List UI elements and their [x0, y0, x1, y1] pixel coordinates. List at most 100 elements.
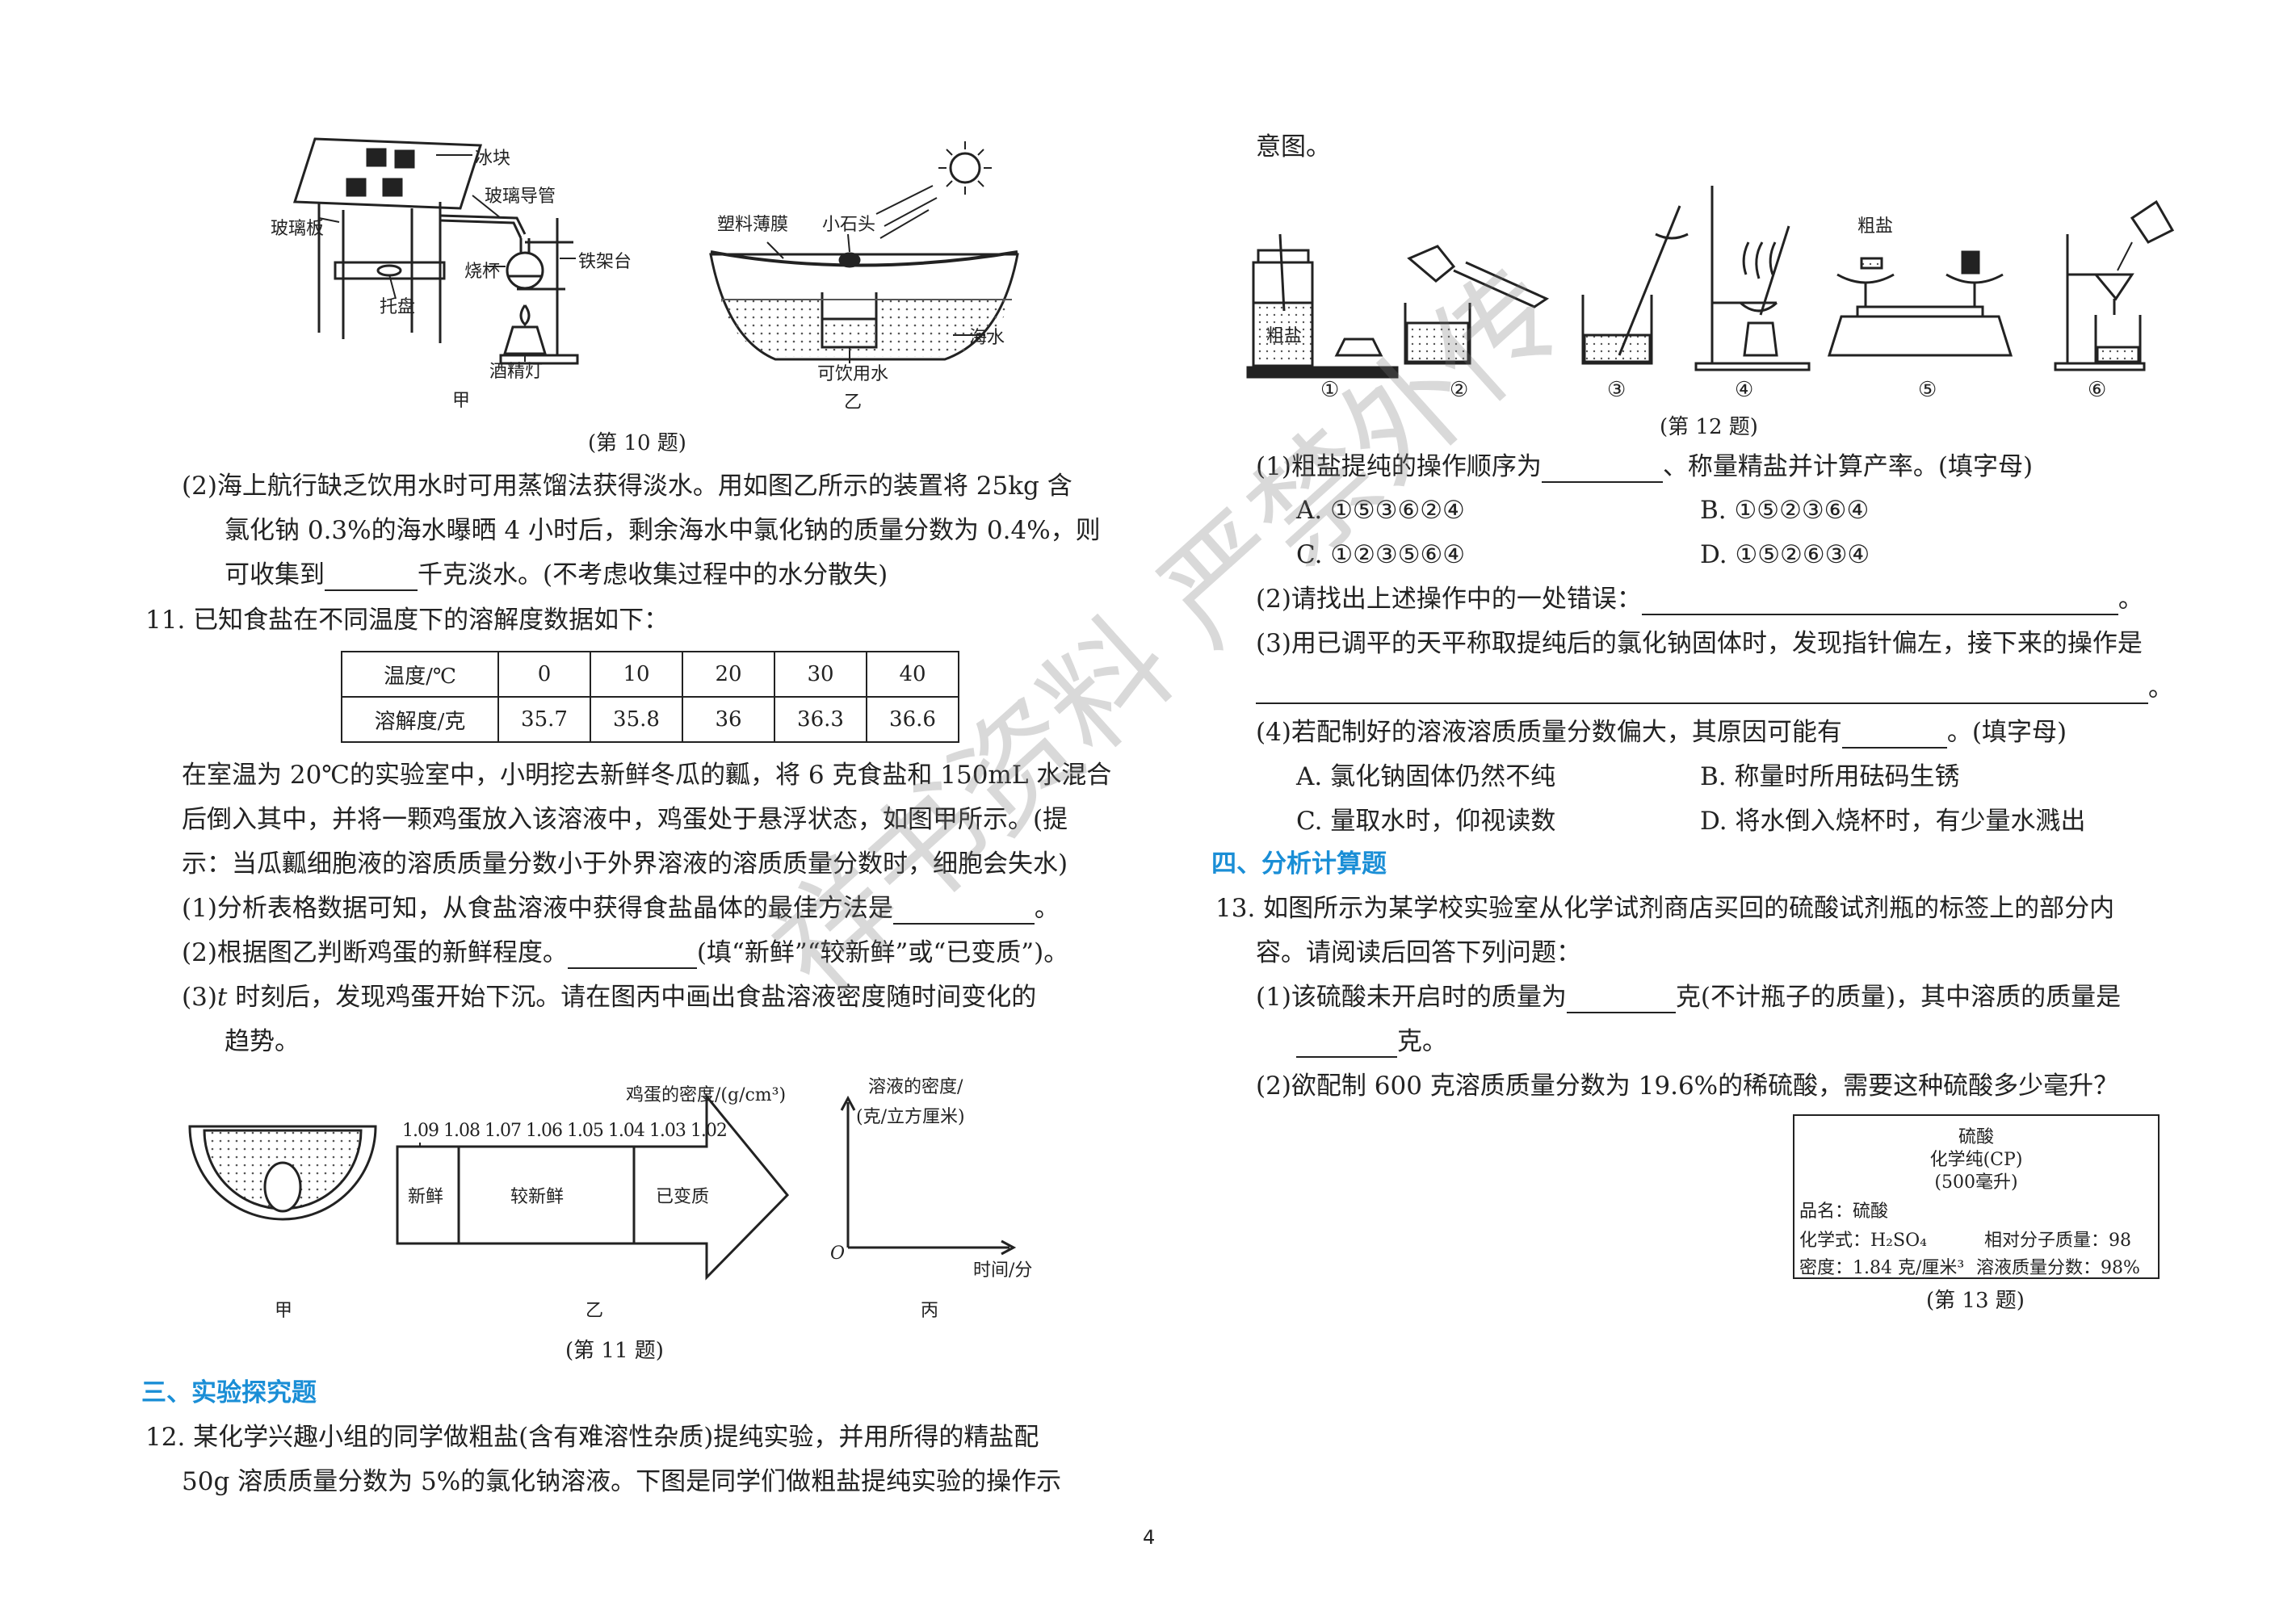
- zone-spoiled: 已变质: [656, 1187, 710, 1207]
- fig11-sub-a: 甲: [275, 1301, 293, 1321]
- q11-para1: 在室温为 20℃的实验室中，小明挖去新鲜冬瓜的瓤，将 6 克食盐和 150mL …: [182, 761, 1112, 790]
- label-grade: 化学纯(CP): [1929, 1150, 2023, 1170]
- label-plastic-film: 塑料薄膜: [717, 215, 789, 235]
- section-4-heading: 四、分析计算题: [1211, 849, 1387, 879]
- fig10-sub-b: 乙: [844, 392, 863, 413]
- sulfuric-acid-label: 硫酸 化学纯(CP) (500毫升) 品名：硫酸 化学式：H₂SO₄ 相对分子质…: [1793, 1114, 2160, 1279]
- q12-sub3-answer: 。: [1256, 672, 2173, 704]
- fig12-caption: (第 12 题): [1660, 415, 1758, 439]
- label-glass-tube: 玻璃导管: [485, 187, 556, 207]
- q13-sub1: (1)该硫酸未开启时的质量为克(不计瓶子的质量)，其中溶质的质量是: [1256, 983, 2122, 1013]
- table-row: 溶解度/克 35.7 35.8 36 36.3 36.6: [341, 696, 959, 743]
- fig11-y-label-2: (克/立方厘米): [856, 1107, 965, 1127]
- solubility-table: 温度/℃ 0 10 20 30 40 溶解度/克 35.7 35.8 36 36…: [341, 651, 959, 743]
- q11-sub2: (2)根据图乙判断鸡蛋的新鲜程度。(填“新鲜”“较新鲜”或“已变质”)。: [182, 938, 1069, 969]
- step-3: ③: [1607, 378, 1627, 402]
- q13-line1: 13. 如图所示为某学校实验室从化学试剂商店买回的硫酸试剂瓶的标签上的部分内: [1215, 894, 2115, 923]
- label-tray: 托盘: [380, 297, 416, 317]
- label-ice: 冰块: [475, 149, 511, 169]
- q10-2-line1: (2)海上航行缺乏饮用水时可用蒸馏法获得淡水。用如图乙所示的装置将 25kg 含: [182, 472, 1072, 501]
- zone-fresh: 新鲜: [408, 1187, 444, 1207]
- tick-label: 1.06: [525, 1121, 563, 1141]
- step-1: ①: [1320, 378, 1340, 402]
- fig11-sub-b: 乙: [586, 1301, 604, 1321]
- zone-fairly-fresh: 较新鲜: [510, 1187, 565, 1207]
- q10-2-line3: 可收集到千克淡水。(不考虑收集过程中的水分散失): [225, 560, 888, 591]
- q12-sub2-blank[interactable]: [1641, 589, 2118, 615]
- fig11-x-label: 时间/分: [973, 1260, 1033, 1281]
- fig11-ticks: 1.09 1.08 1.07 1.06 1.05 1.04 1.03 1.02: [402, 1121, 728, 1141]
- q12-4-opt-b: B. 称量时所用砝码生锈: [1700, 762, 1960, 791]
- q11-para3: 示：当瓜瓤细胞液的溶质质量分数小于外界溶液的溶质质量分数时，细胞会失水): [182, 849, 1068, 879]
- q11-intro: 11. 已知食盐在不同温度下的溶解度数据如下：: [145, 606, 669, 635]
- q11-sub3: (3)t 时刻后，发现鸡蛋开始下沉。请在图丙中画出食盐溶液密度随时间变化的: [182, 983, 1037, 1012]
- fig10-sub-a: 甲: [452, 391, 471, 411]
- page-number: 4: [1143, 1526, 1156, 1549]
- q12-opt-b: B. ①⑤②③⑥④: [1700, 496, 1870, 525]
- label-drinkable-water: 可饮用水: [817, 364, 889, 384]
- label-name: 品名：硫酸: [1799, 1202, 1889, 1222]
- label-volume: (500毫升): [1934, 1172, 2018, 1193]
- q12-sub3-blank[interactable]: [1256, 678, 2148, 704]
- label-stone: 小石头: [822, 215, 876, 235]
- q10-2-blank[interactable]: [325, 565, 418, 591]
- label-title: 硫酸: [1958, 1127, 1994, 1147]
- q12-4-opt-a: A. 氯化钠固体仍然不纯: [1296, 762, 1556, 791]
- label-beaker: 烧杯: [464, 262, 501, 282]
- fig11-sub-c: 丙: [921, 1301, 939, 1321]
- q12-sub2: (2)请找出上述操作中的一处错误：。: [1256, 585, 2143, 615]
- fig11-origin: O: [830, 1243, 846, 1264]
- q12-opt-a: A. ①⑤③⑥②④: [1296, 496, 1465, 525]
- tick-label: 1.08: [443, 1121, 481, 1141]
- q11-para2: 后倒入其中，并将一颗鸡蛋放入该溶液中，鸡蛋处于悬浮状态，如图甲所示。(提: [182, 805, 1068, 834]
- q12-sub1: (1)粗盐提纯的操作顺序为、称量精盐并计算产率。(填字母): [1256, 452, 2034, 483]
- q12-line1: 12. 某化学兴趣小组的同学做粗盐(含有难溶性杂质)提纯实验，并用所得的精盐配: [145, 1423, 1039, 1452]
- q11-sub2-blank[interactable]: [567, 943, 697, 969]
- q12-sub1-blank[interactable]: [1541, 457, 1663, 483]
- label-molecular-weight: 相对分子质量：98: [1984, 1231, 2131, 1251]
- tick-label: 1.05: [566, 1121, 604, 1141]
- q13-sub1-blank1[interactable]: [1566, 988, 1676, 1013]
- tick-label: 1.02: [690, 1121, 728, 1141]
- label-glass-plate: 玻璃板: [271, 219, 325, 239]
- label-seawater: 海水: [969, 328, 1005, 348]
- fig11-caption: (第 11 题): [565, 1339, 664, 1363]
- step-5: ⑤: [1918, 378, 1937, 402]
- q12-4-opt-c: C. 量取水时，仰视读数: [1296, 807, 1556, 836]
- tick-label: 1.09: [402, 1121, 439, 1141]
- q12-sub4-blank[interactable]: [1841, 723, 1947, 749]
- q12-line2: 50g 溶质质量分数为 5%的氯化钠溶液。下图是同学们做粗盐提纯实验的操作示: [182, 1467, 1062, 1496]
- tick-label: 1.03: [649, 1121, 686, 1141]
- q12-sub3: (3)用已调平的天平称取提纯后的氯化钠固体时，发现指针偏左，接下来的操作是: [1256, 629, 2143, 658]
- step-2: ②: [1450, 378, 1469, 402]
- section-3-heading: 三、实验探究题: [141, 1378, 317, 1407]
- q12-sub4: (4)若配制好的溶液溶质质量分数偏大，其原因可能有。(填字母): [1256, 718, 2067, 749]
- q11-sub1-blank[interactable]: [892, 899, 1035, 925]
- label-mass-fraction: 溶液质量分数：98%: [1976, 1258, 2140, 1278]
- table-row: 温度/℃ 0 10 20 30 40: [341, 651, 959, 698]
- q10-2-line2: 氯化钠 0.3%的海水曝晒 4 小时后，剩余海水中氯化钠的质量分数为 0.4%，…: [225, 516, 1101, 545]
- fig11-arrow-title: 鸡蛋的密度/(g/cm³): [626, 1085, 787, 1105]
- fig10-caption: (第 10 题): [588, 431, 686, 455]
- label-formula: 化学式：H₂SO₄: [1799, 1231, 1927, 1251]
- label-density: 密度：1.84 克/厘米³: [1799, 1258, 1965, 1278]
- q13-sub1-blank2[interactable]: [1296, 1032, 1397, 1058]
- q12-opt-c: C. ①②③⑤⑥④: [1296, 540, 1466, 569]
- q13-line2: 容。请阅读后回答下列问题：: [1256, 938, 1581, 967]
- q13-sub2: (2)欲配制 600 克溶质质量分数为 19.6%的稀硫酸，需要这种硫酸多少毫升…: [1256, 1072, 2119, 1101]
- label-alcohol-lamp: 酒精灯: [489, 362, 544, 382]
- step-4: ④: [1735, 378, 1754, 402]
- tick-label: 1.07: [484, 1121, 522, 1141]
- q11-sub1: (1)分析表格数据可知，从食盐溶液中获得食盐晶体的最佳方法是。: [182, 894, 1060, 925]
- jar-label-crude-salt: 粗盐: [1266, 326, 1303, 346]
- tick-label: 1.04: [607, 1121, 645, 1141]
- fig11-y-label-1: 溶液的密度/: [868, 1077, 963, 1097]
- balance-label-crude-salt: 粗盐: [1857, 216, 1894, 237]
- q12-opt-d: D. ①⑤②⑥③④: [1700, 540, 1870, 569]
- q13-sub1-line2: 克。: [1296, 1025, 1447, 1058]
- fig13-caption: (第 13 题): [1926, 1289, 2025, 1313]
